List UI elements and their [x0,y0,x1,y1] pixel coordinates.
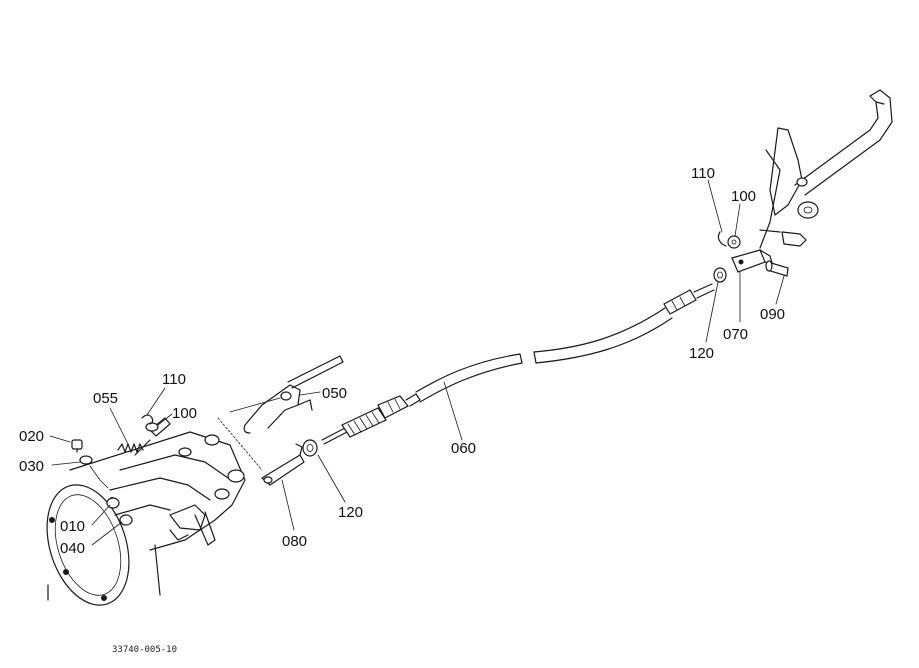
part-055-spring [117,443,144,453]
callout-080: 080 [282,533,307,550]
callout-120-left: 120 [338,504,363,521]
leader-lines [49,179,785,546]
callout-055: 055 [93,390,118,407]
callout-120-right: 120 [689,345,714,362]
callout-100-left: 100 [172,405,197,422]
callout-030: 030 [19,458,44,475]
part-100-washer-left [145,422,159,432]
part-110-pin-right [717,231,727,247]
callout-090: 090 [760,306,785,323]
part-050-lever [243,355,344,434]
callout-110-right: 110 [691,165,715,182]
part-020-plug [71,439,83,453]
part-120-nut-right [713,267,727,283]
pedal-assembly [759,89,893,249]
part-120-nut-left [302,439,318,457]
part-060-cable [321,283,715,445]
callout-010: 010 [60,518,85,535]
callout-110-left: 110 [162,371,186,388]
callout-100-right: 100 [731,188,756,205]
part-110-pin-left [141,414,154,425]
callout-070: 070 [723,326,748,343]
drawing-code: 33740-005-10 [112,645,177,655]
callout-060: 060 [451,440,476,457]
callout-020: 020 [19,428,44,445]
callout-040: 040 [60,540,85,557]
callout-050: 050 [322,385,347,402]
part-100-washer-right [727,235,741,249]
part-080-bracket [261,443,305,486]
part-030-washer [79,455,93,465]
part-090-pin [765,260,789,277]
